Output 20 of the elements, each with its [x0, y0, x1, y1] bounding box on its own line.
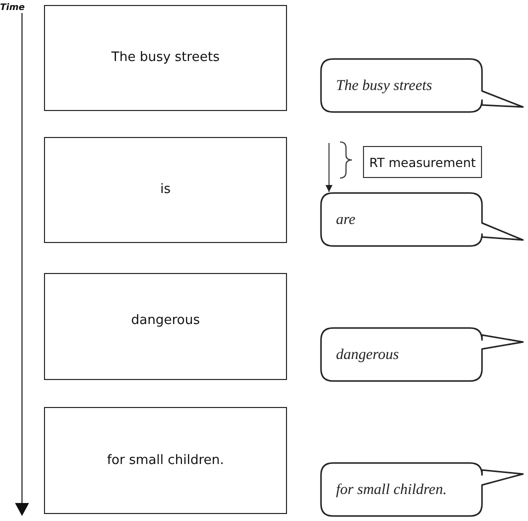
word-box — [44, 5, 287, 111]
word-box — [44, 407, 287, 514]
word-text: The busy streets — [111, 50, 220, 66]
speech-bubble — [320, 58, 524, 113]
bubble-text: dangerous — [336, 346, 399, 364]
speech-bubble — [320, 192, 524, 247]
bubble-text: The busy streets — [336, 76, 432, 94]
word-text: dangerous — [131, 312, 200, 328]
axis-label: Time — [0, 3, 25, 13]
label-box — [363, 146, 482, 178]
word-box — [44, 273, 287, 380]
speech-bubble — [320, 462, 524, 517]
box-label: RT measurement — [369, 154, 476, 170]
word-text: for small children. — [106, 452, 224, 468]
bubble-text: are — [336, 210, 356, 228]
word-text: is — [160, 182, 171, 198]
bubble-text: for small children. — [336, 480, 447, 498]
word-box — [44, 137, 287, 243]
speech-bubble — [320, 327, 524, 382]
arrow — [326, 142, 332, 192]
